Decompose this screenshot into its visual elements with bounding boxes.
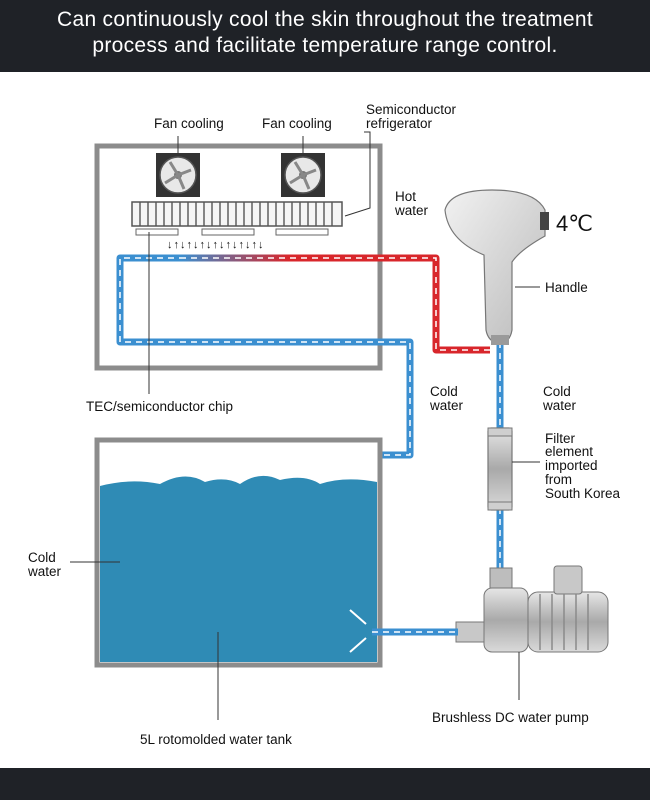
label-filter-line-4: from — [545, 472, 572, 487]
label-cold-water-mid-line-2: water — [430, 398, 464, 413]
bottom-bar — [0, 768, 650, 800]
label-fan-cooling-left: Fan cooling — [154, 116, 224, 131]
label-tec-chip: TEC/semiconductor chip — [86, 399, 234, 414]
label-cold-water-right-line-2: water — [543, 398, 577, 413]
label-filter-line-2: element — [545, 444, 594, 459]
fan-icon — [281, 153, 325, 197]
label-temperature: 4℃ — [556, 211, 593, 236]
label-water-pump: Brushless DC water pump — [432, 710, 589, 725]
leader-lines — [70, 131, 540, 720]
heatsink-icon — [131, 201, 343, 236]
label-fan-cooling-right: Fan cooling — [262, 116, 332, 131]
label-heat-flow-arrows: ↓↑↓↑↓↑↓↑↓↑↓↑↓↑↓ — [167, 239, 265, 251]
water-tank — [94, 437, 383, 668]
top-banner: Can continuously cool the skin throughou… — [0, 0, 650, 72]
cold-water-pipe — [116, 254, 414, 459]
label-handle: Handle — [545, 280, 588, 295]
label-cold-water-tank-line-2: water — [28, 564, 62, 579]
label-semiconductor-line-2: refrigerator — [366, 116, 433, 131]
filter-element — [487, 427, 513, 511]
label-filter-line-5: South Korea — [545, 486, 621, 501]
label-cold-water-tank-line-1: Cold — [28, 550, 56, 565]
banner-title-line-1: Can continuously cool the skin throughou… — [57, 8, 593, 31]
hot-water-pipe — [180, 254, 490, 354]
water-pump — [455, 565, 609, 653]
handpiece-handle — [444, 189, 549, 345]
label-cold-water-mid-line-1: Cold — [430, 384, 458, 399]
banner-title-line-2: process and facilitate temperature range… — [92, 34, 558, 57]
label-semiconductor-line-1: Semiconductor — [366, 102, 457, 117]
label-filter-line-3: imported — [545, 458, 598, 473]
label-water-tank: 5L rotomolded water tank — [140, 732, 292, 747]
label-hot-water-line-2: water — [395, 203, 429, 218]
label-hot-water-line-1: Hot — [395, 189, 417, 204]
fan-icon — [156, 153, 200, 197]
return-pipe — [349, 609, 458, 653]
label-cold-water-right-line-1: Cold — [543, 384, 571, 399]
label-filter-line-1: Filter — [545, 431, 575, 446]
